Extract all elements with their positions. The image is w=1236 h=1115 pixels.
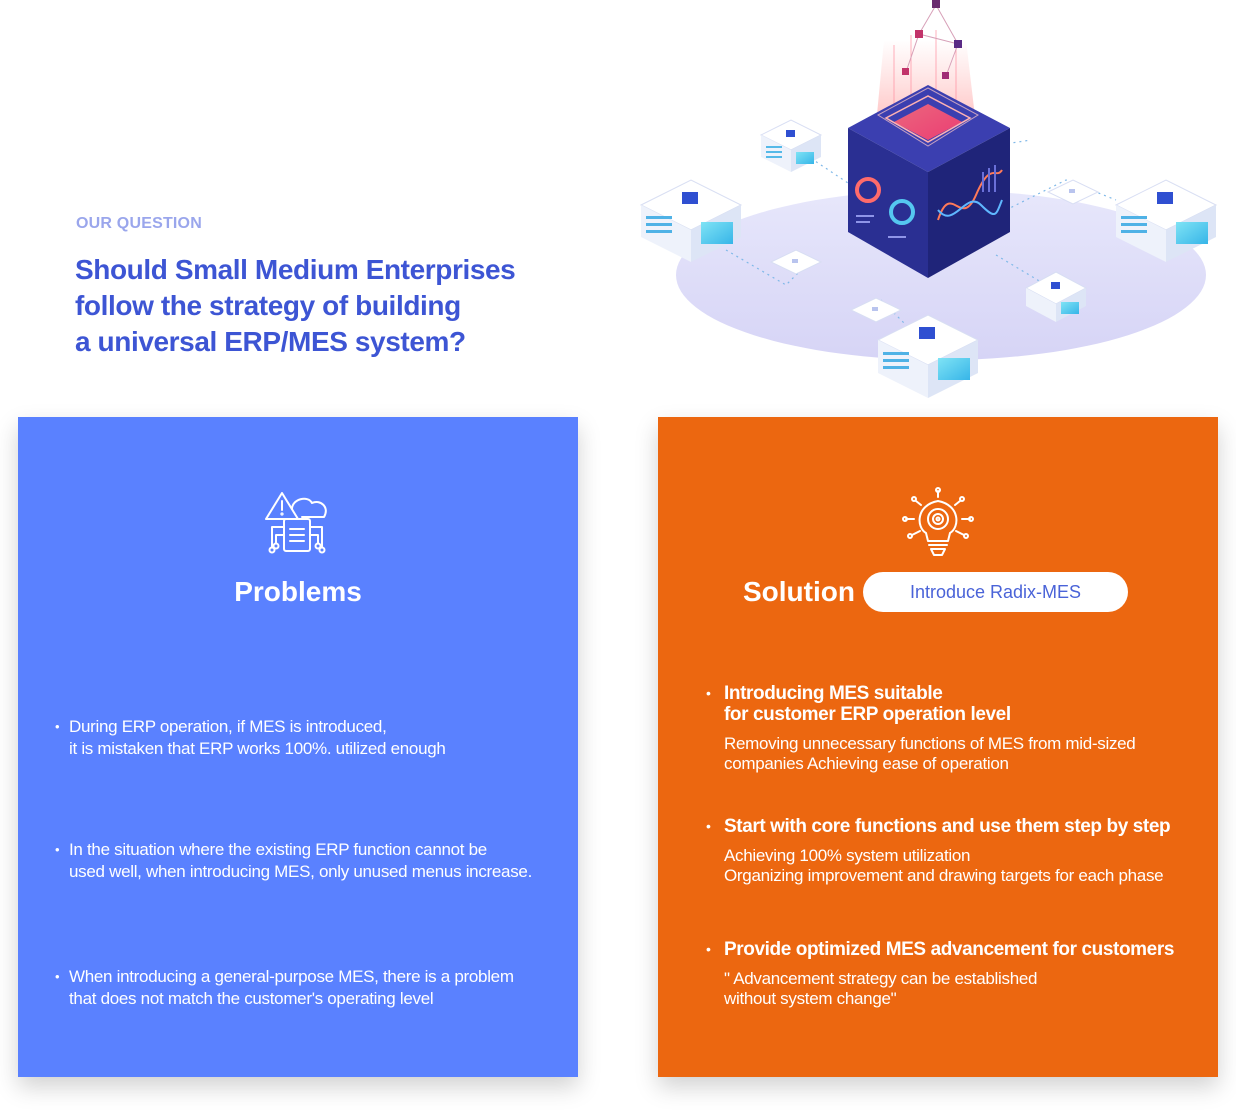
problem-line: used well, when introducing MES, only un… <box>69 862 532 881</box>
problem-line: During ERP operation, if MES is introduc… <box>69 717 387 736</box>
solution-detail-line: Removing unnecessary functions of MES fr… <box>724 734 1136 753</box>
solution-heading-line: Introducing MES suitable <box>724 683 943 704</box>
problems-title: Problems <box>234 576 362 607</box>
solution-item-heading: Introducing MES suitable for customer ER… <box>724 683 1206 725</box>
solution-title: Solution <box>743 576 855 607</box>
solution-item-detail: " Advancement strategy can be establishe… <box>724 969 1206 1009</box>
problem-line: In the situation where the existing ERP … <box>69 840 487 859</box>
solution-card: Solution Introduce Radix-MES Introducing… <box>658 417 1218 1077</box>
solution-detail-line: Achieving 100% system utilization <box>724 846 971 865</box>
solution-item-detail: Removing unnecessary functions of MES fr… <box>724 734 1206 774</box>
headline-line: follow the strategy of building <box>75 290 461 321</box>
problem-item: During ERP operation, if MES is introduc… <box>55 716 565 760</box>
solution-item-heading: Provide optimized MES advancement for cu… <box>724 939 1206 960</box>
solution-item-detail: Achieving 100% system utilization Organi… <box>724 846 1206 886</box>
solution-item: Provide optimized MES advancement for cu… <box>706 939 1206 1009</box>
page-headline: Should Small Medium Enterprises follow t… <box>75 252 595 360</box>
problem-line: that does not match the customer's opera… <box>69 989 434 1008</box>
problem-item: In the situation where the existing ERP … <box>55 839 565 883</box>
warning-cloud-server-icon <box>265 492 327 554</box>
solution-item-heading: Start with core functions and use them s… <box>724 816 1206 837</box>
introduce-radix-mes-badge: Introduce Radix-MES <box>863 572 1128 612</box>
problem-line: When introducing a general-purpose MES, … <box>69 967 514 986</box>
headline-line: a universal ERP/MES system? <box>75 326 466 357</box>
headline-line: Should Small Medium Enterprises <box>75 254 516 285</box>
solution-detail-line: Organizing improvement and drawing targe… <box>724 866 1164 885</box>
solution-detail-line: companies Achieving ease of operation <box>724 754 1009 773</box>
hero-illustration <box>636 0 1226 405</box>
solution-item: Start with core functions and use them s… <box>706 816 1206 886</box>
solution-heading-line: for customer ERP operation level <box>724 704 1011 725</box>
solution-heading-line: Start with core functions and use them s… <box>724 816 1171 837</box>
solution-detail-line: " Advancement strategy can be establishe… <box>724 969 1038 988</box>
solution-icon-wrap <box>658 487 1218 559</box>
problem-line: it is mistaken that ERP works 100%. util… <box>69 739 446 758</box>
isometric-server-cube-illustration <box>639 0 1218 398</box>
problems-icon-wrap <box>18 487 578 559</box>
problem-item: When introducing a general-purpose MES, … <box>55 966 565 1010</box>
solution-heading-line: Provide optimized MES advancement for cu… <box>724 939 1174 960</box>
solution-detail-line: without system change" <box>724 989 897 1008</box>
section-eyebrow: OUR QUESTION <box>76 215 202 232</box>
solution-item: Introducing MES suitable for customer ER… <box>706 683 1206 774</box>
problems-card: Problems During ERP operation, if MES is… <box>18 417 578 1077</box>
lightbulb-idea-icon <box>902 487 974 556</box>
